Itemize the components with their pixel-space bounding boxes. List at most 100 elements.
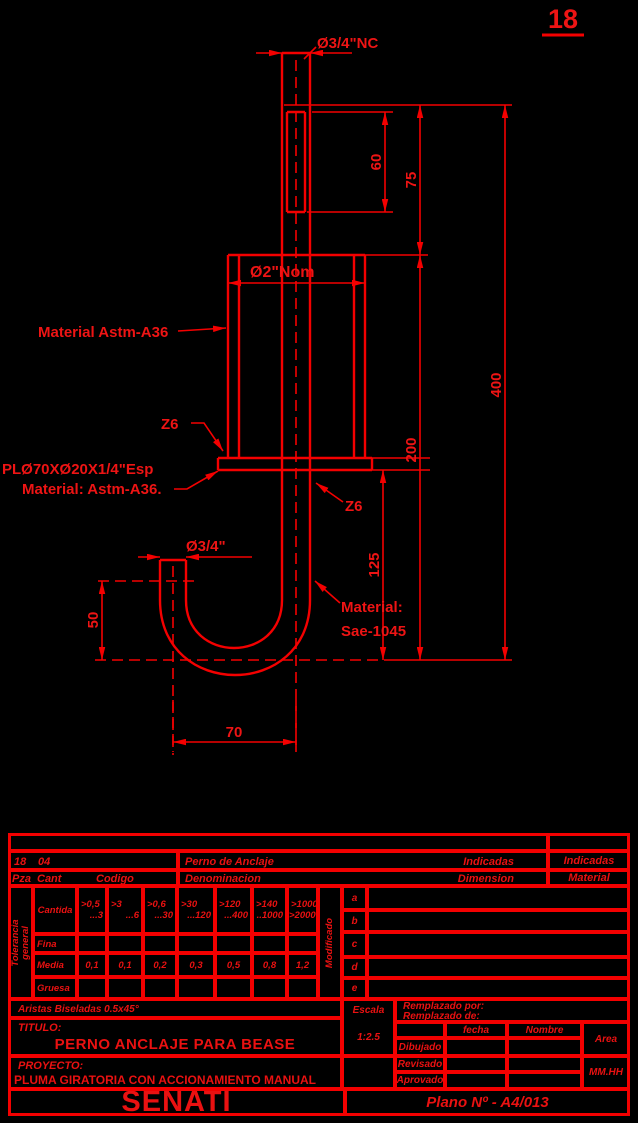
sig-revisado-fecha (445, 1056, 507, 1072)
company-cell: SENATI (8, 1089, 345, 1116)
sig-row-aprobado-label: Aprovado (395, 1072, 445, 1089)
sheet-number: 18 (542, 4, 584, 37)
tolerance-fina-6 (287, 934, 318, 953)
dim-below-plate: 125 (366, 552, 383, 577)
escala-empty-cell (342, 1056, 395, 1089)
item-denomination-cell: Perno de Anclaje Indicadas (178, 851, 548, 870)
tolerance-media-0: 0,1 (77, 953, 107, 977)
tolerance-media-1: 0,1 (107, 953, 143, 977)
tolerance-media-2: 0,2 (143, 953, 177, 977)
tolerance-gruesa-2 (143, 977, 177, 999)
sig-header-empty (395, 1022, 445, 1038)
item-denomination-value: Perno de Anclaje (185, 856, 274, 868)
revision-letter-a: a (342, 886, 367, 910)
tolerance-fina-0 (77, 934, 107, 953)
label-plate-material: Material: Astm-A36. (22, 481, 161, 498)
header-codigo: Codigo (96, 873, 134, 885)
threaded-section (285, 110, 307, 214)
dim-hook-height: 50 (85, 612, 102, 629)
extension-lines (284, 104, 512, 661)
item-material-cell: Indicadas (548, 851, 630, 870)
replaced-by: Remplazado por: (403, 1001, 485, 1012)
tolerance-media-4: 0,5 (215, 953, 252, 977)
sig-dibujado-nombre (507, 1038, 582, 1056)
revision-letter-d: d (342, 957, 367, 978)
tolerance-media-3: 0,3 (177, 953, 215, 977)
centerlines (95, 60, 388, 755)
tolerance-side-label-1: Tolerancia (9, 918, 21, 967)
edges-note: Aristas Biseladas 0.5x45° (18, 1004, 139, 1015)
tolerance-range-5: >140..1000 (252, 886, 287, 934)
tolerance-media-6: 1,2 (287, 953, 318, 977)
label-weld-upper: Z6 (161, 416, 179, 433)
revision-letter-c: c (342, 932, 367, 957)
revision-row-d-cell (367, 957, 630, 978)
escala-label: Escala (352, 1005, 385, 1016)
proyecto-label: PROYECTO: (18, 1060, 84, 1072)
tolerance-row-fina: Fina (33, 934, 77, 953)
technical-drawing: 18 (2, 4, 584, 755)
item-dimension-value: Indicadas (463, 856, 514, 868)
dim-thread-length: 60 (368, 154, 385, 171)
label-weld-lower: Z6 (345, 498, 363, 515)
tolerance-gruesa-1 (107, 977, 143, 999)
sheet-number-text: 18 (548, 4, 578, 34)
dim-top-offset: 75 (403, 172, 420, 189)
proyecto-value: PLUMA GIRATORIA CON ACCIONAMIENTO MANUAL (14, 1073, 316, 1087)
tolerance-cantidad-label: Cantida (37, 904, 73, 916)
titleblock-top-strip-left (8, 833, 548, 851)
titulo-cell: TITULO: PERNO ANCLAJE PARA BEASE (8, 1018, 342, 1056)
company-name: SENATI (121, 1089, 232, 1116)
tolerance-fina-2 (143, 934, 177, 953)
tolerance-gruesa-6 (287, 977, 318, 999)
label-thread-spec: Ø3/4"NC (317, 35, 378, 52)
tolerance-row-cantidad: Cantida (33, 886, 77, 934)
tolerance-gruesa-4 (215, 977, 252, 999)
item-material-value: Indicadas (563, 854, 615, 867)
label-rod-material-1: Material: (341, 599, 403, 616)
tolerance-row-gruesa: Gruesa (33, 977, 77, 999)
sig-row-dibujado-label: Dibujado (395, 1038, 445, 1056)
tolerance-range-6: >1000>2000 (287, 886, 318, 934)
header-denominacion: Denominacion (185, 873, 261, 885)
tolerance-row-media: Media (33, 953, 77, 977)
sig-aprobado-nombre (507, 1072, 582, 1089)
tolerance-range-3: >30...120 (177, 886, 215, 934)
modificado-label: Modificado (324, 917, 335, 968)
sig-dibujado-fecha (445, 1038, 507, 1056)
tolerance-gruesa-5 (252, 977, 287, 999)
sig-revisado-nombre (507, 1056, 582, 1072)
tolerance-fina-1 (107, 934, 143, 953)
modificado-label-cell: Modificado (318, 886, 342, 999)
label-hook-diameter: Ø3/4" (186, 538, 226, 555)
item-number-cell: 18 04 (8, 851, 178, 870)
dimension-lines (98, 46, 509, 752)
tolerance-range-2: >0,6...30 (143, 886, 177, 934)
item-cant-value: 04 (38, 856, 51, 868)
hook-bend (158, 558, 312, 676)
label-pipe-material: Material Astm-A36 (38, 324, 168, 341)
tolerance-side-label-cell: Tolerancia general (8, 886, 33, 999)
revision-row-b-cell (367, 910, 630, 932)
tolerance-media-label: Media (37, 960, 64, 971)
tolerance-gruesa-3 (177, 977, 215, 999)
sig-header-fecha: fecha (445, 1022, 507, 1038)
header-pza: Pza (12, 873, 31, 885)
label-pipe-diameter: Ø2"Nom (250, 264, 314, 281)
tolerance-fina-5 (252, 934, 287, 953)
header-material: Material (568, 872, 610, 884)
tolerance-range-1: >3...6 (107, 886, 143, 934)
tolerance-fina-4 (215, 934, 252, 953)
sig-row-revisado-label: Revisado (395, 1056, 445, 1072)
revision-row-e-cell (367, 978, 630, 999)
base-plate (216, 456, 374, 472)
replaced-cell: Remplazado por: Remplazado de: (395, 999, 630, 1022)
header-cant: Cant (37, 873, 62, 885)
tolerance-gruesa-label: Gruesa (37, 983, 70, 994)
area-label-cell: Area (582, 1022, 630, 1056)
proyecto-cell: PROYECTO: PLUMA GIRATORIA CON ACCIONAMIE… (8, 1056, 342, 1089)
tolerance-side-label-2: general (19, 925, 31, 960)
tolerance-gruesa-0 (77, 977, 107, 999)
titleblock-top-strip-right (548, 833, 630, 851)
